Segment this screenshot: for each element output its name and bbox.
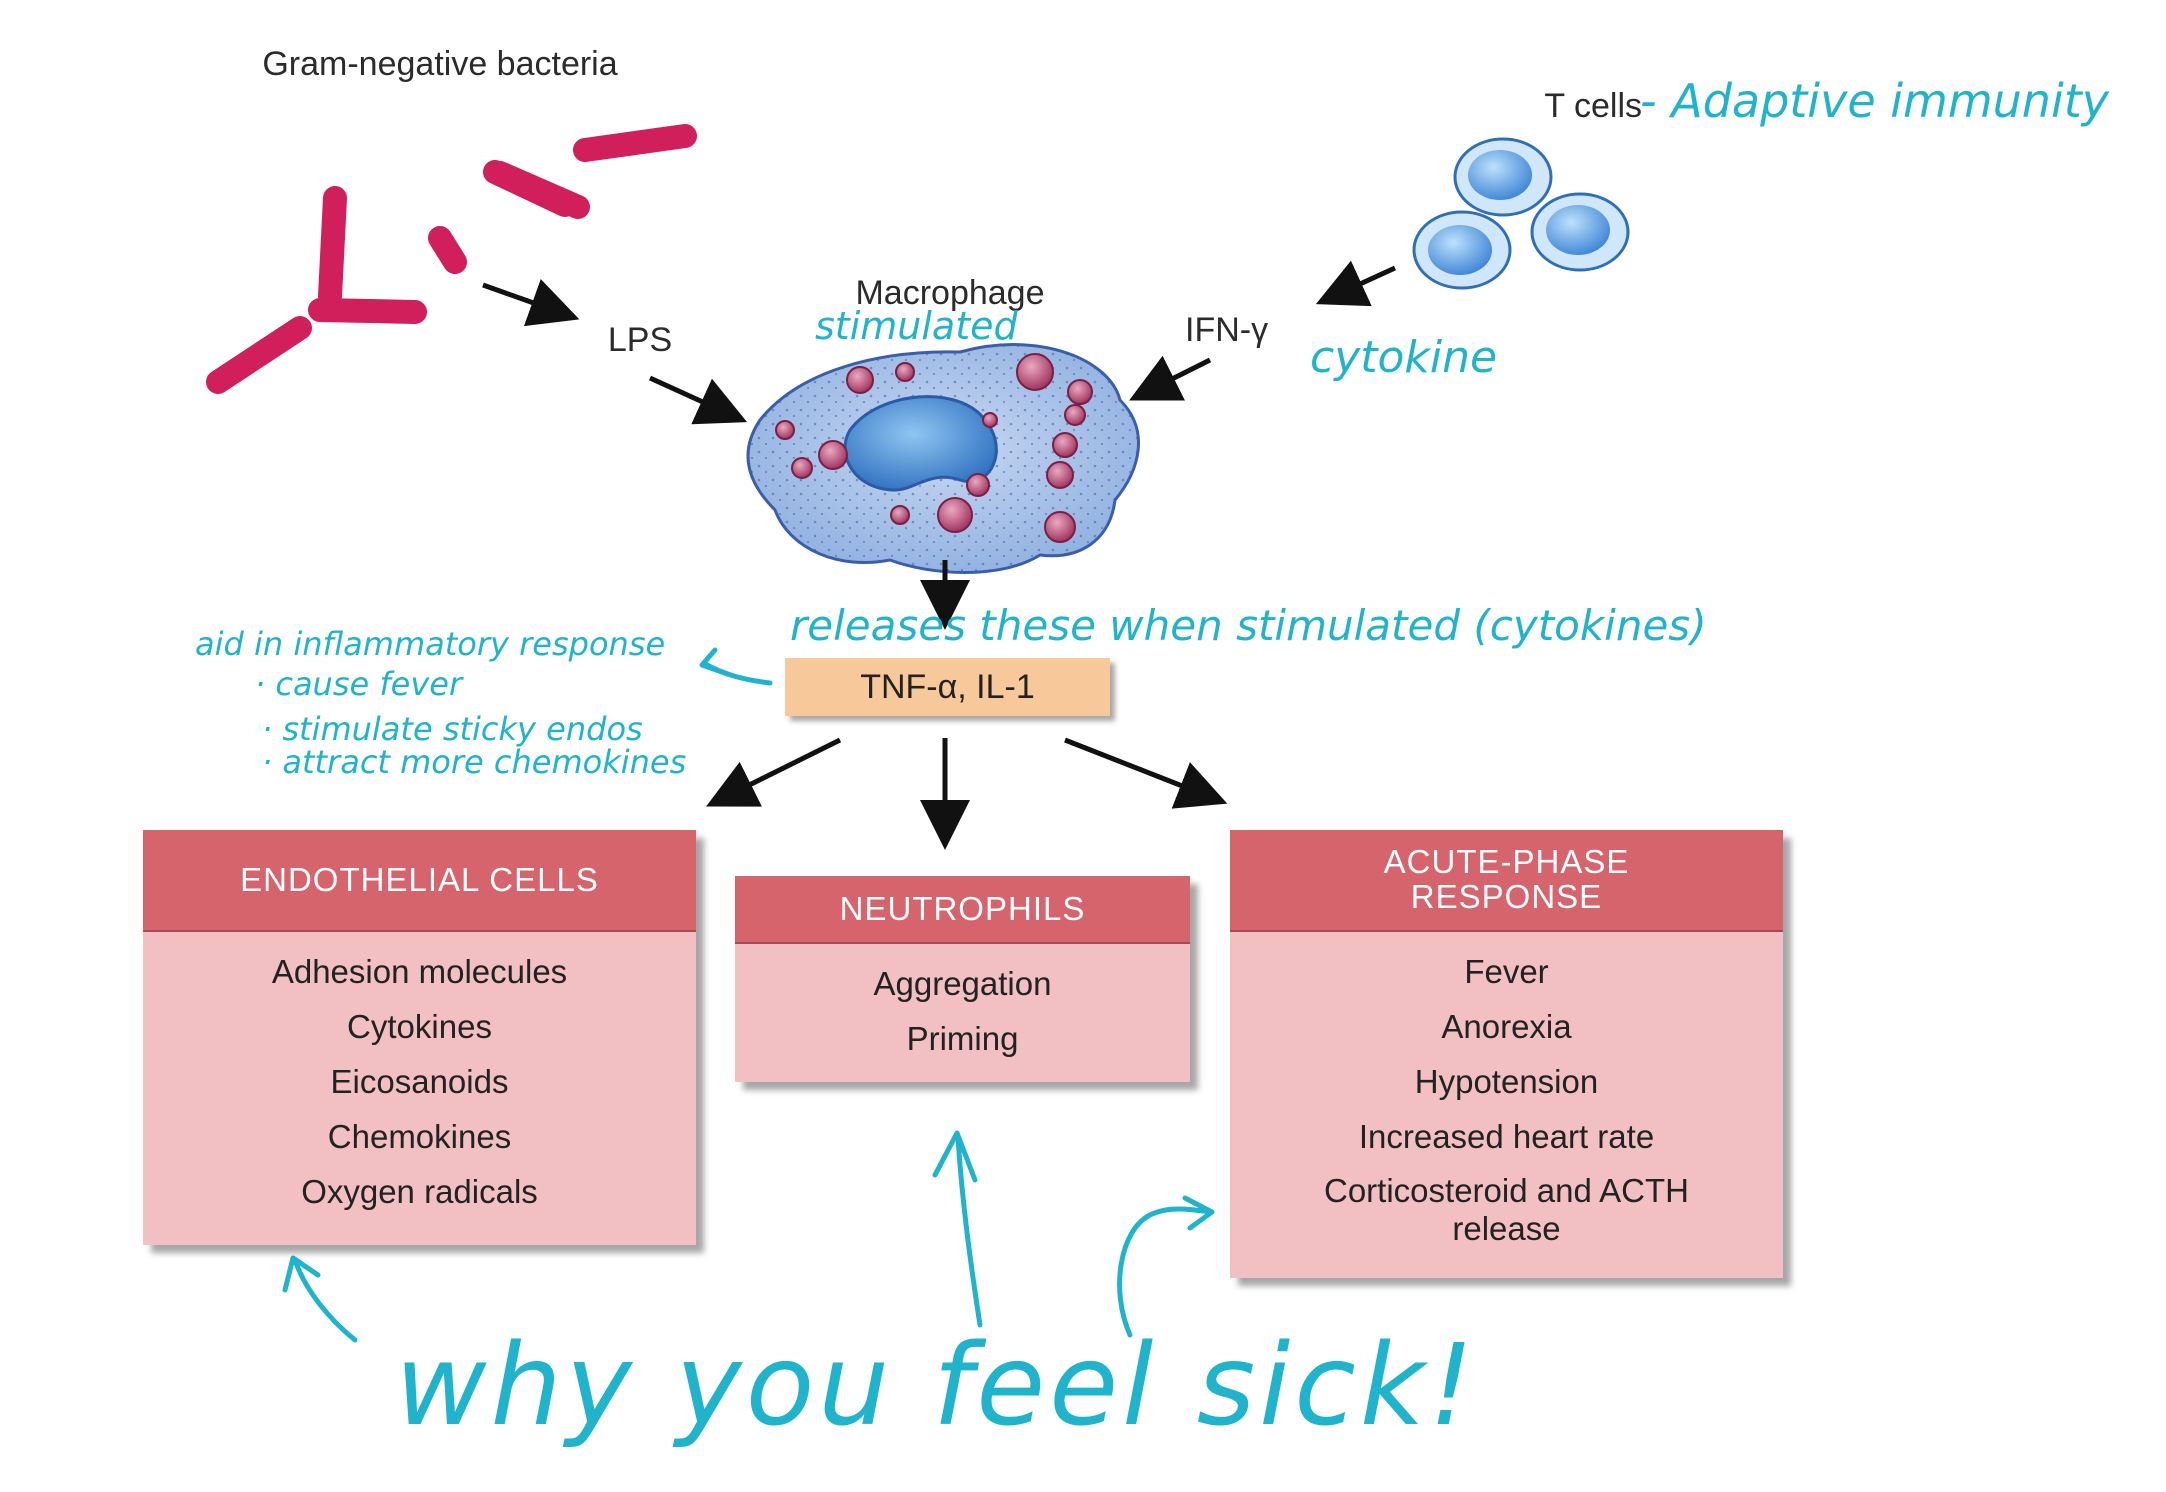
t-cells-icon <box>1412 137 1630 290</box>
arrows <box>482 260 1397 850</box>
macrophage-label: Macrophage <box>855 274 1045 312</box>
cytokine-note: cytokine <box>1310 332 1498 383</box>
acute-phase-response-box: ACUTE-PHASE RESPONSE Fever Anorexia Hypo… <box>1230 830 1783 1278</box>
endothelial-cells-box: ENDOTHELIAL CELLS Adhesion molecules Cyt… <box>143 830 696 1245</box>
tnf-il1-label: TNF-α, IL-1 <box>860 667 1035 706</box>
tnf-il1-box: TNF-α, IL-1 <box>785 658 1110 716</box>
bacteria-label: Gram-negative bacteria <box>262 45 618 83</box>
list-item: Hypotension <box>1414 1063 1599 1100</box>
why-you-feel-sick-note: why you feel sick! <box>395 1321 1478 1451</box>
lps-label: LPS <box>607 321 673 359</box>
chemokines-note: · attract more chemokines <box>262 743 687 781</box>
list-item: Aggregation <box>873 965 1052 1002</box>
list-item: Fever <box>1464 953 1549 990</box>
list-item: Eicosanoids <box>330 1063 509 1100</box>
list-item: Oxygen radicals <box>301 1173 538 1210</box>
neutrophils-header: NEUTROPHILS <box>735 876 1190 944</box>
list-item: Adhesion molecules <box>271 953 568 990</box>
adaptive-immunity-note: - Adaptive immunity <box>1640 74 2109 128</box>
sticky-endos-note: · stimulate sticky endos <box>262 710 643 748</box>
aid-inflammatory-note: aid in inflammatory response <box>195 625 666 663</box>
macrophage-icon <box>746 343 1140 574</box>
list-item: Priming <box>906 1020 1019 1057</box>
endothelial-cells-header: ENDOTHELIAL CELLS <box>143 830 696 932</box>
handwritten-arrows <box>282 647 1215 1343</box>
ifn-gamma-label: IFN-γ <box>1185 311 1269 349</box>
list-item: Corticosteroid and ACTH release <box>1324 1172 1689 1247</box>
stimulated-note: stimulated <box>815 304 1018 348</box>
acute-phase-response-header: ACUTE-PHASE RESPONSE <box>1230 830 1783 932</box>
list-item: Chemokines <box>327 1118 512 1155</box>
releases-note: releases these when stimulated (cytokine… <box>790 601 1707 650</box>
t-cells-label: T cells <box>1544 87 1642 125</box>
neutrophils-box: NEUTROPHILS Aggregation Priming <box>735 876 1190 1082</box>
cause-fever-note: · cause fever <box>255 665 463 703</box>
list-item: Cytokines <box>347 1008 492 1045</box>
list-item: Anorexia <box>1441 1008 1572 1045</box>
list-item: Increased heart rate <box>1358 1118 1655 1155</box>
